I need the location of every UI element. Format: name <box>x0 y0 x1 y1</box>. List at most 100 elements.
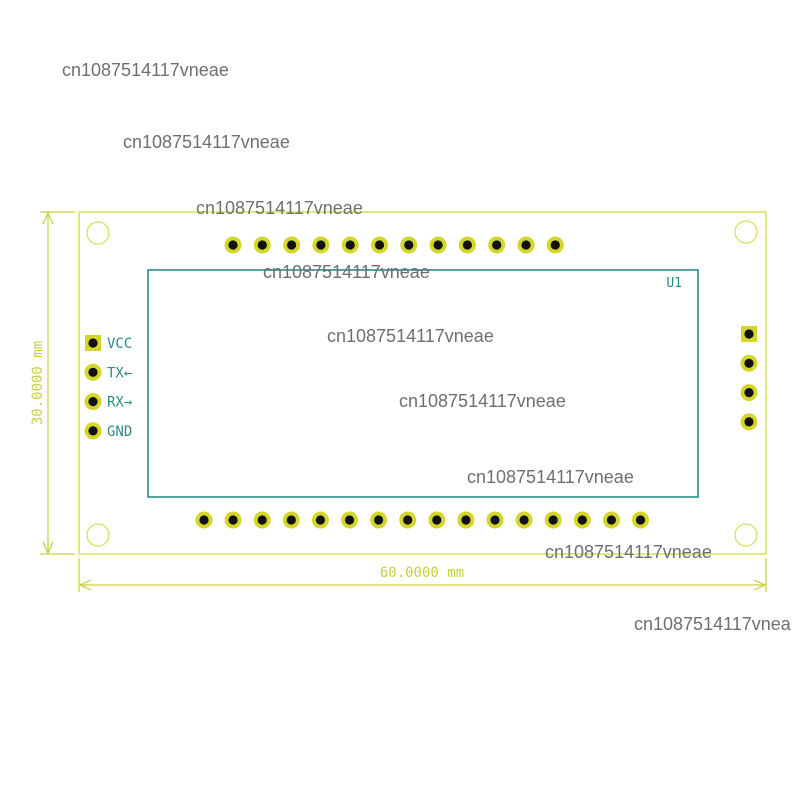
watermark-5: cn1087514117vneae <box>327 326 494 346</box>
pin-drill-hole <box>88 367 98 377</box>
mounting-hole-bottom-right <box>734 523 758 547</box>
width-arrow-right <box>753 579 767 591</box>
pin-drill-hole <box>606 515 617 525</box>
watermark-1: cn1087514117vneae <box>62 60 229 80</box>
right-header-pin <box>740 354 758 372</box>
pin-drill-hole <box>461 515 471 525</box>
top-pin-header <box>224 236 564 254</box>
right-pin-header <box>740 326 758 431</box>
height-dimension <box>40 211 75 555</box>
bottom-header-pin <box>544 511 562 529</box>
bottom-header-pin <box>399 511 417 529</box>
pin-drill-hole <box>744 388 754 398</box>
top-header-pin <box>371 236 388 254</box>
pin-drill-hole <box>404 240 414 250</box>
mounting-hole-top-right <box>734 220 758 244</box>
pin-drill-hole <box>744 417 754 427</box>
bottom-header-pin <box>253 511 271 529</box>
bottom-header-pin <box>311 511 329 529</box>
pin-drill-hole <box>492 240 502 250</box>
board-outline <box>78 211 767 555</box>
mounting-holes <box>86 220 758 547</box>
bottom-header-pin <box>573 511 591 529</box>
width-dimension <box>78 558 767 592</box>
watermark-9: cn1087514117vnea <box>634 614 791 634</box>
pin-drill-hole <box>286 515 296 525</box>
pin-drill-hole <box>257 515 267 525</box>
bottom-header-pin <box>428 511 446 529</box>
top-header-pin <box>312 236 330 254</box>
top-header-pin <box>283 236 301 254</box>
pin-drill-hole <box>374 240 385 250</box>
pin-drill-hole <box>374 515 384 525</box>
watermark-4: cn1087514117vneae <box>263 262 430 282</box>
pin-label: TX← <box>107 365 132 381</box>
pin-label: RX→ <box>107 395 132 411</box>
pin-drill-hole <box>433 240 443 250</box>
bottom-header-pin <box>602 511 620 529</box>
right-header-pin <box>741 326 757 342</box>
watermark-6: cn1087514117vneae <box>399 391 566 411</box>
pin-drill-hole <box>257 240 267 250</box>
top-header-pin <box>546 236 564 254</box>
module-outline <box>147 269 699 498</box>
width-dimension-label: 60.0000 mm <box>380 565 464 581</box>
pin-drill-hole <box>287 240 297 250</box>
bottom-header-pin <box>632 511 649 529</box>
pin-drill-hole <box>403 515 413 525</box>
pin-drill-hole <box>315 515 325 525</box>
pin-drill-hole <box>432 515 442 525</box>
left-header-pin-4 <box>84 422 102 440</box>
bottom-header-pin <box>282 511 300 529</box>
top-header-pin <box>341 236 359 254</box>
pin-drill-hole <box>462 240 472 250</box>
pin-drill-hole <box>548 515 558 525</box>
bottom-header-pin <box>224 511 242 529</box>
height-dimension-label: 30.0000 mm <box>30 341 46 425</box>
pin-drill-hole <box>519 515 529 525</box>
left-pin-header: VCC TX← RX→ GND <box>84 335 132 440</box>
pin-drill-hole <box>228 240 238 250</box>
pin-drill-hole <box>345 240 355 250</box>
pin-drill-hole <box>521 240 531 250</box>
left-header-pin-3 <box>84 393 102 411</box>
top-header-pin <box>488 236 506 254</box>
height-arrow-bottom <box>42 541 54 555</box>
pin-drill-hole <box>88 426 98 436</box>
pin-label: GND <box>107 424 132 440</box>
pin-drill-hole <box>199 515 209 525</box>
pin-drill-hole <box>744 329 754 339</box>
left-header-pin-2 <box>84 363 102 381</box>
pin-drill-hole <box>344 515 355 525</box>
top-header-pin <box>429 236 447 254</box>
pin-drill-hole <box>88 397 98 407</box>
right-header-pin <box>740 413 758 431</box>
top-header-pin <box>400 236 418 254</box>
bottom-header-pin <box>195 511 213 529</box>
bottom-pin-header <box>195 511 649 529</box>
left-header-pin-1 <box>85 335 101 351</box>
top-header-pin <box>224 236 242 254</box>
pin-drill-hole <box>88 338 98 348</box>
watermark-7: cn1087514117vneae <box>467 467 634 487</box>
height-arrow-top <box>42 211 54 225</box>
pin-drill-hole <box>550 240 560 250</box>
pin-drill-hole <box>577 515 587 525</box>
pin-drill-hole <box>228 515 238 525</box>
watermark-8: cn1087514117vneae <box>545 542 712 562</box>
module-label: U1 <box>666 276 682 291</box>
top-header-pin <box>517 236 535 254</box>
right-header-pin <box>740 384 758 402</box>
pin-label: VCC <box>107 336 132 352</box>
bottom-header-pin <box>370 511 388 529</box>
top-header-pin <box>458 236 476 254</box>
pin-drill-hole <box>635 515 646 525</box>
pin-drill-hole <box>316 240 326 250</box>
pin-drill-hole <box>490 515 500 525</box>
watermark-3: cn1087514117vneae <box>196 198 363 218</box>
bottom-header-pin <box>515 511 533 529</box>
watermark-2: cn1087514117vneae <box>123 132 290 152</box>
mounting-hole-bottom-left <box>86 523 110 547</box>
top-header-pin <box>253 236 271 254</box>
